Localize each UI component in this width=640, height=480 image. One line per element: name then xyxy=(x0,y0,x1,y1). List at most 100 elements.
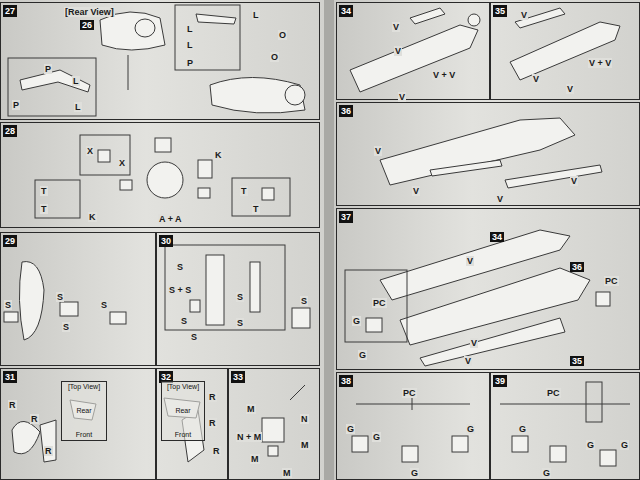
part-label: G xyxy=(586,440,595,450)
step-number: 28 xyxy=(3,125,17,137)
part-label: V xyxy=(464,356,472,366)
part-label: K xyxy=(214,150,223,160)
part-label: PC xyxy=(604,276,619,286)
part-label: G xyxy=(410,468,419,478)
part-label: G xyxy=(518,424,527,434)
step-panel: 37 xyxy=(336,208,640,370)
callout-number: 36 xyxy=(570,262,584,272)
step-number: 33 xyxy=(231,371,245,383)
part-label: S xyxy=(62,322,70,332)
part-label: R xyxy=(8,400,17,410)
step-number: 29 xyxy=(3,235,17,247)
part-label: P xyxy=(44,64,52,74)
step-panel: 31 [Top View] RearFront xyxy=(0,368,156,480)
part-label: PC xyxy=(402,388,417,398)
part-label: L xyxy=(252,10,260,20)
part-label: T xyxy=(40,186,48,196)
view-caption: Rear xyxy=(175,407,190,415)
view-box: [Top View] RearFront xyxy=(161,381,205,441)
step-number: 39 xyxy=(493,375,507,387)
part-label: S xyxy=(180,316,188,326)
step-panel: 28 xyxy=(0,122,320,228)
step-number: 34 xyxy=(339,5,353,17)
part-label: G xyxy=(542,468,551,478)
part-label: L xyxy=(72,76,80,86)
part-label: T xyxy=(40,204,48,214)
part-label: S xyxy=(236,318,244,328)
part-label: A + A xyxy=(158,214,183,224)
part-label: V xyxy=(392,22,400,32)
part-label: M xyxy=(250,454,260,464)
part-label: V xyxy=(394,46,402,56)
part-label: S xyxy=(300,296,308,306)
part-label: S xyxy=(4,300,12,310)
part-label: M xyxy=(300,440,310,450)
part-label: V xyxy=(466,256,474,266)
part-label: P xyxy=(186,58,194,68)
step-panel: 34 xyxy=(336,2,490,100)
part-label: V xyxy=(566,84,574,94)
part-label: O xyxy=(270,52,279,62)
part-label: V xyxy=(570,176,578,186)
part-label: V xyxy=(470,338,478,348)
part-label: K xyxy=(88,212,97,222)
part-label: L xyxy=(186,24,194,34)
step-panel: 32[Top View]RearFront xyxy=(156,368,228,480)
step-number: 38 xyxy=(339,375,353,387)
part-label: L xyxy=(74,102,82,112)
view-caption: [Top View] xyxy=(68,383,100,391)
part-label: R xyxy=(44,446,53,456)
step-number: 27 xyxy=(3,5,17,17)
part-label: V xyxy=(374,146,382,156)
part-label: [Rear View] xyxy=(64,7,115,17)
view-caption: Front xyxy=(76,431,92,439)
view-caption: Rear xyxy=(76,407,91,415)
part-label: T xyxy=(252,204,260,214)
part-label: R xyxy=(208,392,217,402)
part-label: V xyxy=(520,10,528,20)
step-panel: 39 xyxy=(490,372,640,480)
step-number: 30 xyxy=(159,235,173,247)
part-label: V + V xyxy=(588,58,612,68)
callout-number: 35 xyxy=(570,356,584,366)
part-label: S xyxy=(100,300,108,310)
part-label: R xyxy=(30,414,39,424)
step-panel: 29 xyxy=(0,232,156,366)
callout-number: 34 xyxy=(490,232,504,242)
part-label: V xyxy=(532,74,540,84)
part-label: G xyxy=(620,440,629,450)
step-panel: 33 xyxy=(228,368,320,480)
part-label: S xyxy=(190,332,198,342)
step-number: 37 xyxy=(339,211,353,223)
part-label: S xyxy=(236,292,244,302)
view-caption: Front xyxy=(175,431,191,439)
view-caption: [Top View] xyxy=(167,383,199,391)
step-number: 35 xyxy=(493,5,507,17)
step-number: 36 xyxy=(339,105,353,117)
part-label: G xyxy=(346,424,355,434)
part-label: V + V xyxy=(432,70,456,80)
part-label: V xyxy=(412,186,420,196)
part-label: V xyxy=(398,92,406,102)
part-label: O xyxy=(278,30,287,40)
part-label: G xyxy=(358,350,367,360)
part-label: S xyxy=(56,292,64,302)
part-label: T xyxy=(240,186,248,196)
part-label: V xyxy=(496,194,504,204)
part-label: S xyxy=(176,262,184,272)
part-label: M xyxy=(282,468,292,478)
callout-number: 26 xyxy=(80,20,94,30)
step-panel: 35 xyxy=(490,2,640,100)
part-label: G xyxy=(372,432,381,442)
part-label: N + M xyxy=(236,432,262,442)
part-label: G xyxy=(466,424,475,434)
part-label: L xyxy=(186,40,194,50)
part-label: R xyxy=(212,446,221,456)
part-label: M xyxy=(246,404,256,414)
part-label: S + S xyxy=(168,285,192,295)
step-number: 31 xyxy=(3,371,17,383)
part-label: PC xyxy=(546,388,561,398)
part-label: N xyxy=(300,414,309,424)
part-label: R xyxy=(208,418,217,428)
view-box: [Top View] RearFront xyxy=(61,381,107,441)
